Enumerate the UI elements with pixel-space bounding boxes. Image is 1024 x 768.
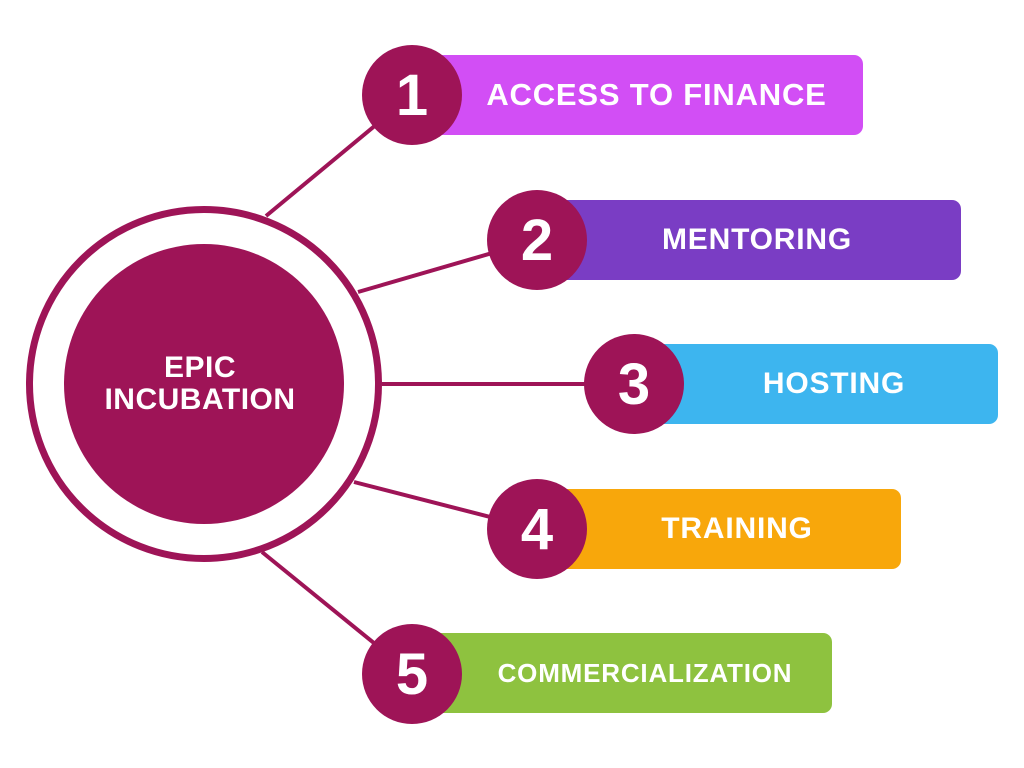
item-number-1: 1	[395, 62, 429, 128]
center-hub-title: EPIC INCUBATION	[104, 351, 296, 416]
center-hub: EPIC INCUBATION	[64, 244, 344, 524]
item-number-2: 2	[520, 207, 554, 273]
item-pill-3: HOSTING	[642, 344, 998, 424]
item-number-3: 3	[617, 351, 651, 417]
item-pill-1: ACCESS TO FINANCE	[420, 55, 863, 135]
item-number-badge-3: 3	[584, 334, 684, 434]
item-number-4: 4	[520, 496, 554, 562]
item-number-5: 5	[395, 641, 429, 707]
item-number-badge-5: 5	[362, 624, 462, 724]
item-pill-2: MENTORING	[545, 200, 961, 280]
item-number-badge-1: 1	[362, 45, 462, 145]
item-pill-5: COMMERCIALIZATION	[420, 633, 832, 713]
item-label-2: MENTORING	[662, 223, 852, 256]
item-label-5: COMMERCIALIZATION	[497, 657, 793, 688]
item-pill-4: TRAINING	[545, 489, 901, 569]
item-label-4: TRAINING	[661, 512, 813, 545]
item-label-3: HOSTING	[762, 367, 906, 400]
item-number-badge-2: 2	[487, 190, 587, 290]
item-number-badge-4: 4	[487, 479, 587, 579]
item-label-1: ACCESS TO FINANCE	[486, 77, 827, 112]
